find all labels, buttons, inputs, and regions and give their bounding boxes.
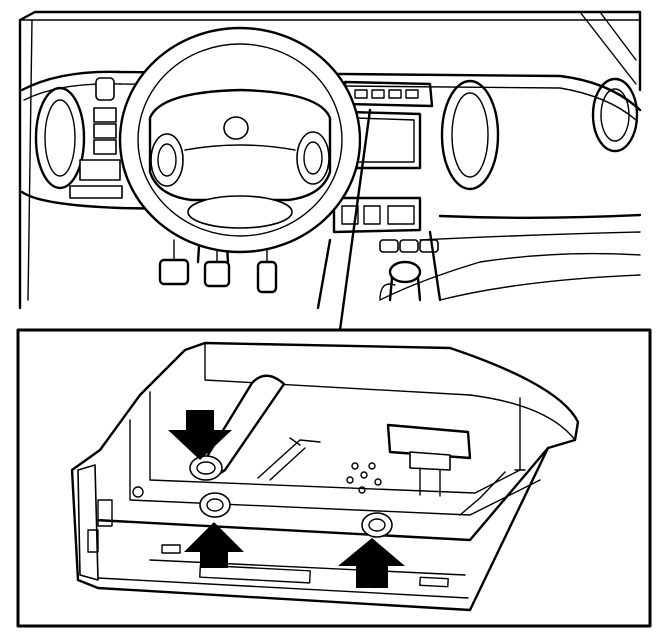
arrow-down-upper-left [168,410,232,460]
callout-line [338,108,372,332]
dashboard-overview [18,10,642,310]
switch-panel-underside [70,341,580,612]
arrow-up-lower-right [338,538,405,588]
arrow-up-lower-left [184,522,244,568]
detail-view-frame [16,328,652,628]
